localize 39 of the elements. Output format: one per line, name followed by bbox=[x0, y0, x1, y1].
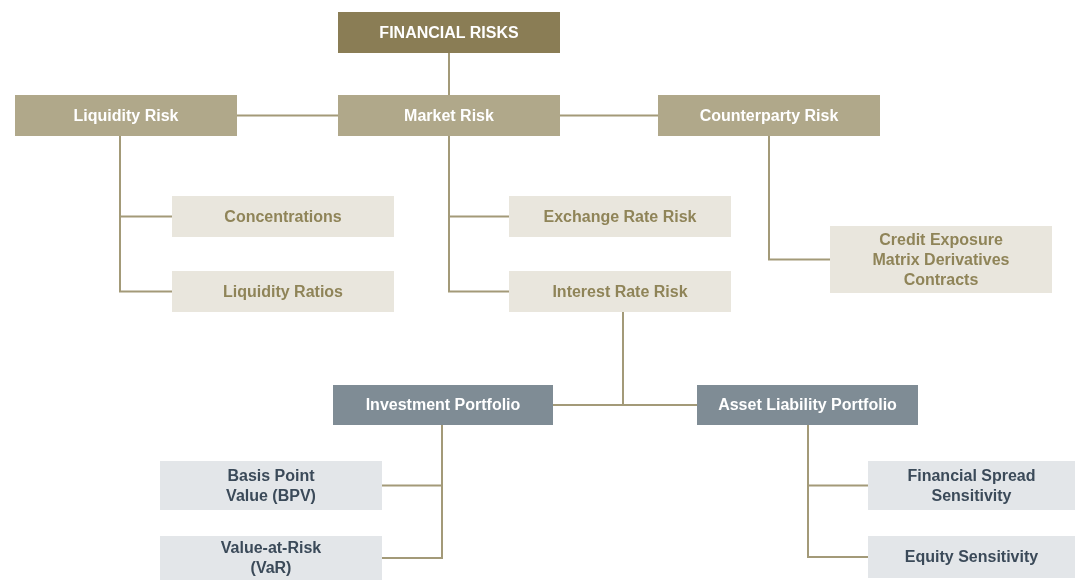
connector-line bbox=[807, 424, 869, 558]
risk-type-box bbox=[172, 196, 394, 237]
connector-line bbox=[622, 311, 698, 406]
box-label: Asset Liability Portfolio bbox=[718, 395, 897, 415]
box-label: Exchange Rate Risk bbox=[543, 206, 697, 227]
box-label: Counterparty Risk bbox=[699, 105, 839, 126]
measure-box bbox=[160, 536, 382, 580]
box-label: Concentrations bbox=[224, 206, 342, 227]
box-label: Basis Point Value (BPV) bbox=[225, 465, 317, 506]
risk-type-box bbox=[830, 226, 1052, 293]
measure-box bbox=[160, 461, 382, 510]
risk-type-box bbox=[172, 271, 394, 312]
box-label: Interest Rate Risk bbox=[552, 281, 688, 302]
box-label: Market Risk bbox=[404, 105, 494, 126]
box-label: Financial Spread Sensitivity bbox=[906, 465, 1037, 506]
box-label: Value-at-Risk (VaR) bbox=[219, 538, 323, 578]
risk-category-box bbox=[338, 95, 560, 136]
connector-line bbox=[768, 135, 831, 261]
connector-line bbox=[448, 135, 510, 293]
box-label: Credit Exposure Matrix Derivatives Contracts bbox=[871, 229, 1011, 290]
box-label: Liquidity Risk bbox=[73, 105, 179, 126]
box-label: Liquidity Ratios bbox=[223, 281, 343, 302]
risk-category-box bbox=[658, 95, 880, 136]
connector-line bbox=[381, 424, 443, 559]
connector-line bbox=[119, 135, 173, 293]
connector-line bbox=[448, 52, 450, 96]
measure-box bbox=[868, 536, 1075, 578]
box-label: Investment Portfolio bbox=[365, 395, 521, 415]
connector-line bbox=[559, 114, 659, 117]
connector-line bbox=[236, 114, 339, 117]
box-label: Equity Sensitivity bbox=[904, 547, 1039, 567]
portfolio-box bbox=[333, 385, 553, 425]
box-label: FINANCIAL RISKS bbox=[379, 22, 519, 43]
risk-category-box bbox=[15, 95, 237, 136]
risk-type-box bbox=[509, 271, 731, 312]
measure-box bbox=[868, 461, 1075, 510]
title-box bbox=[338, 12, 560, 53]
risk-type-box bbox=[509, 196, 731, 237]
portfolio-box bbox=[697, 385, 918, 425]
